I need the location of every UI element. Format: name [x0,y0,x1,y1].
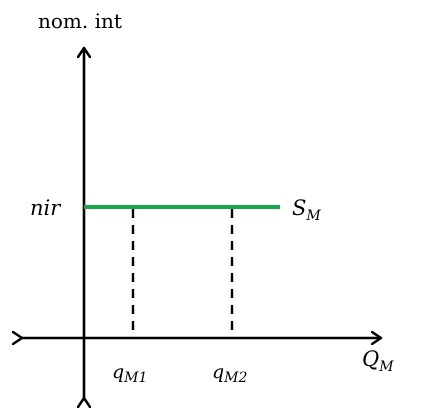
y-axis-label: nom. int [38,9,122,33]
x-tick-q2-sub: M2 [223,370,247,386]
series-label: SM [292,196,321,224]
x-tick-label-q2: qM2 [212,361,248,386]
x-tick-q1-sub: M1 [123,370,147,386]
x-tick-q1-main: q [112,361,124,383]
y-level-label: nir [30,196,62,220]
x-axis-label-main: Q [362,347,379,371]
series-label-main: S [292,196,306,220]
series-label-sub: M [305,208,321,224]
x-axis-label: QM [362,347,394,375]
x-axis-label-sub: M [378,359,394,375]
x-tick-label-q1: qM1 [112,361,147,386]
x-tick-q2-main: q [212,361,224,383]
